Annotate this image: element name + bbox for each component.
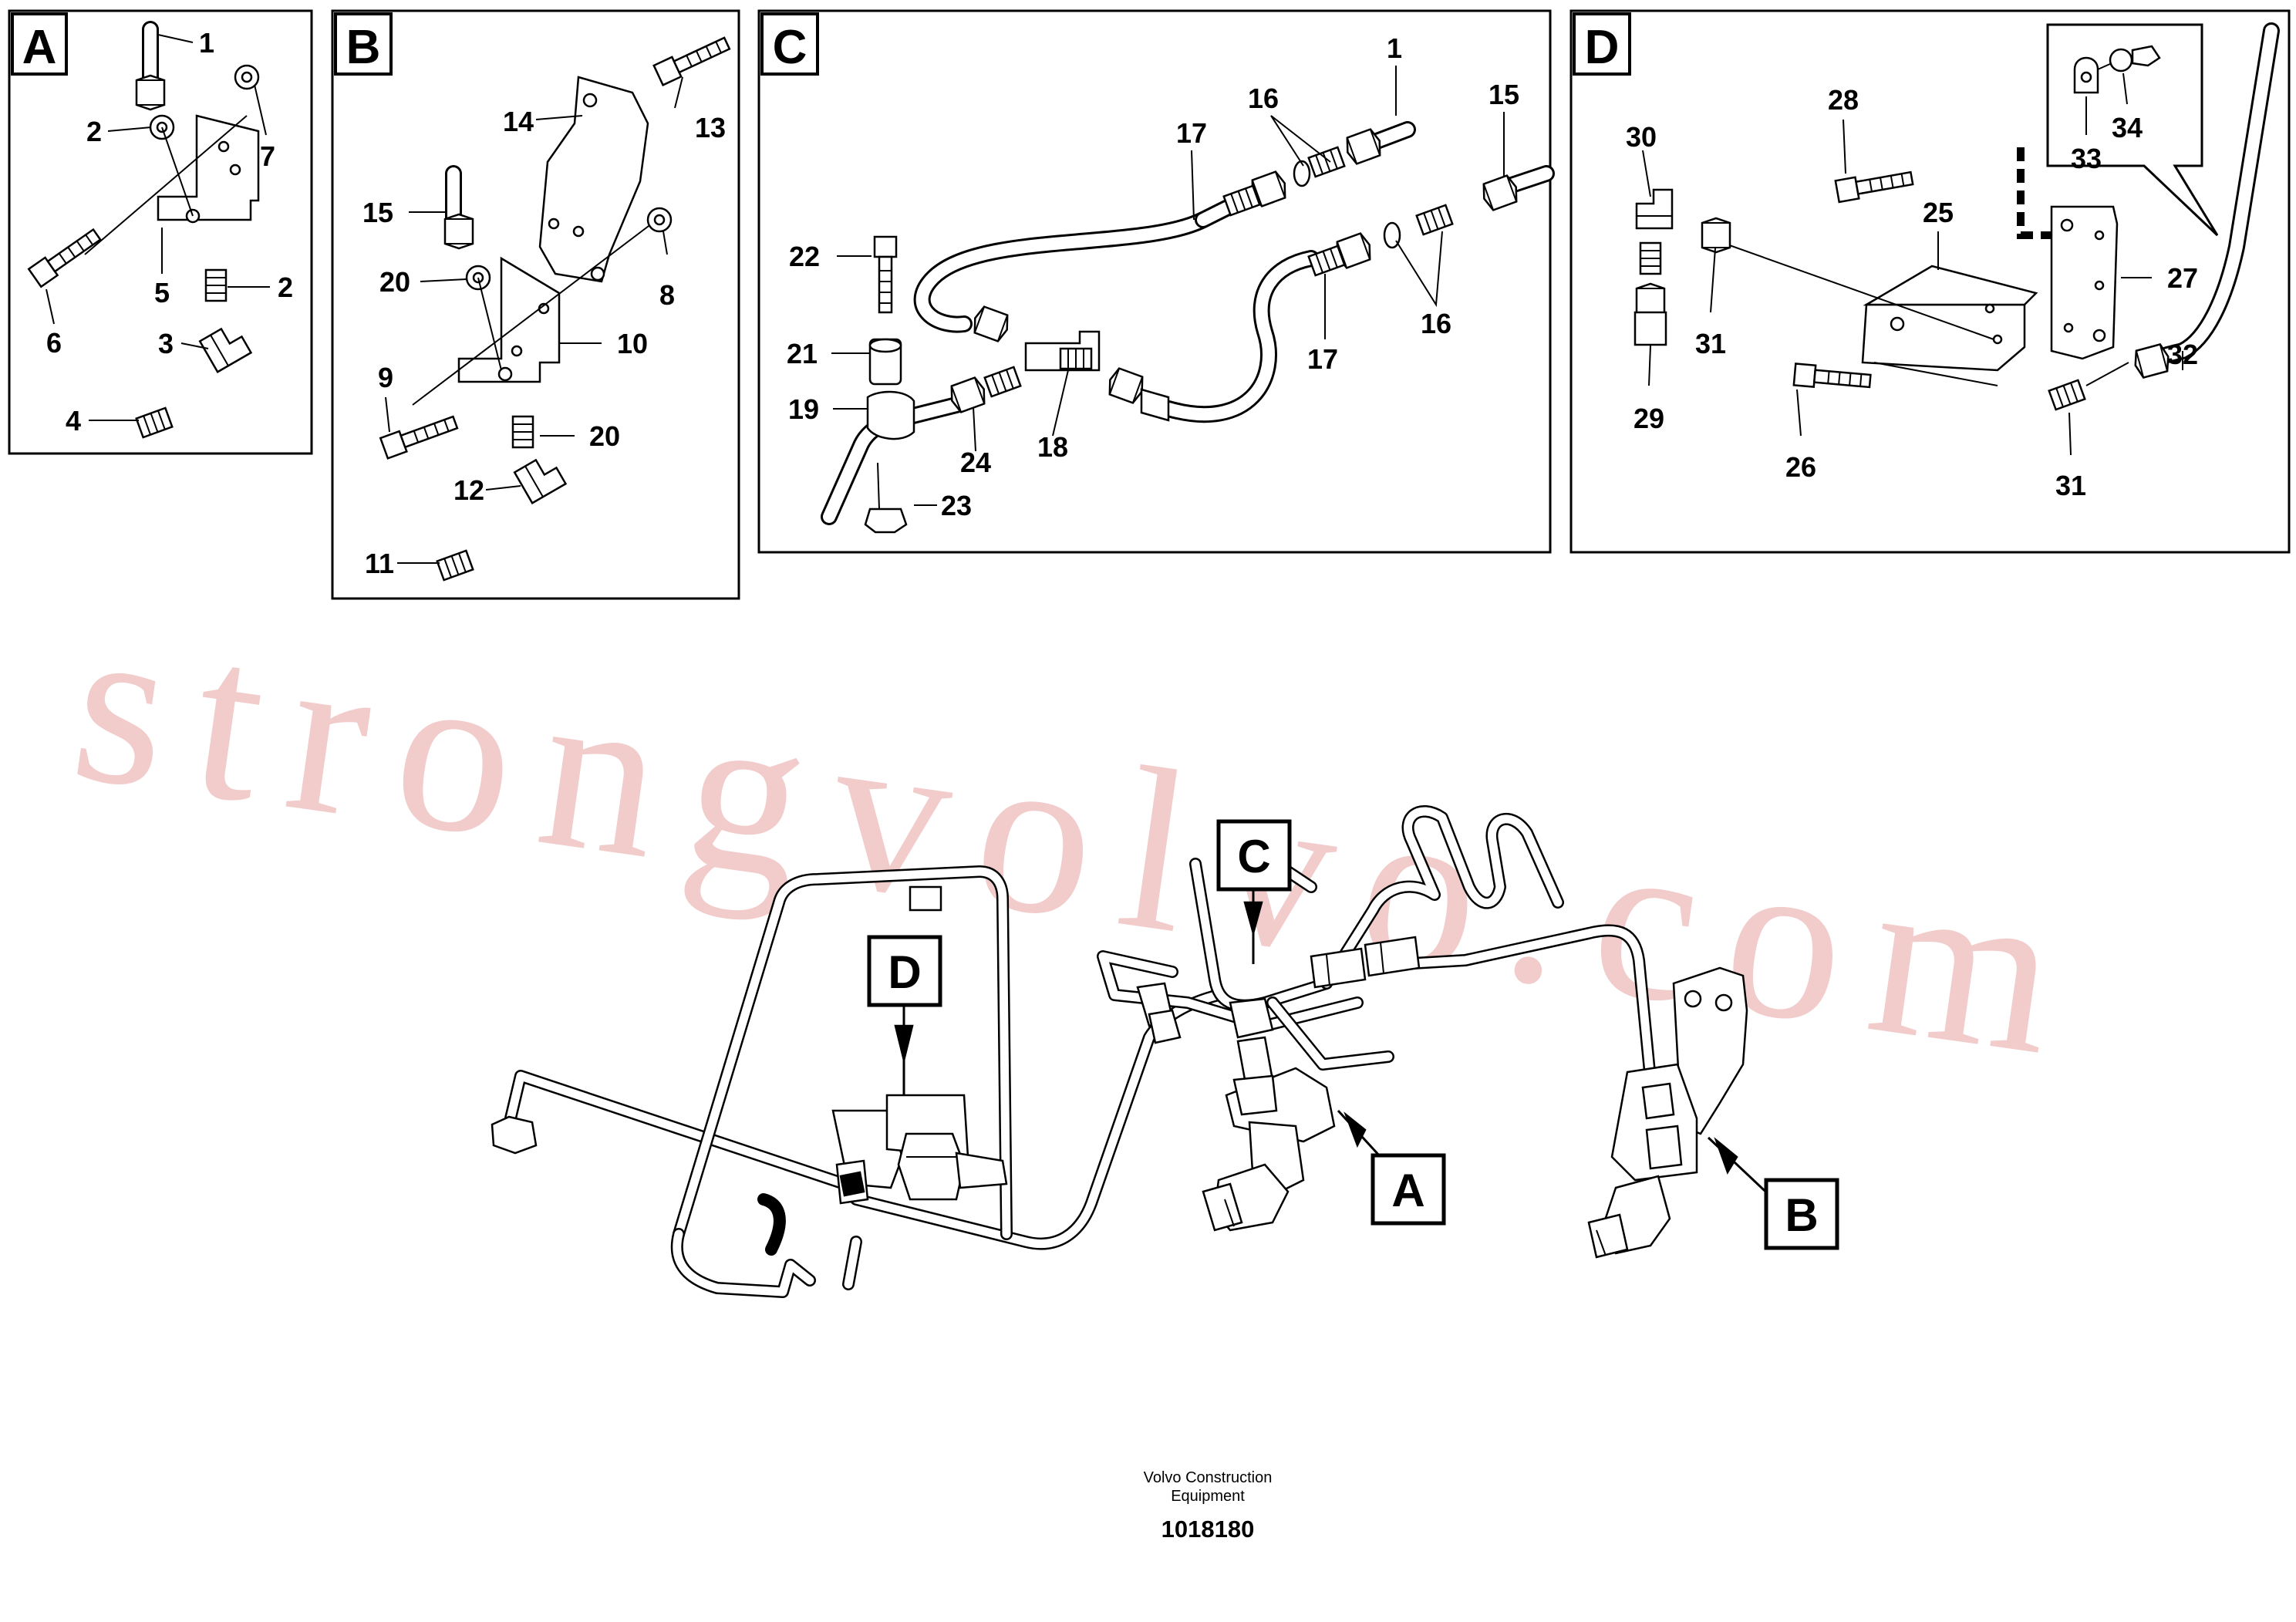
part-label: 24: [960, 447, 991, 478]
part-label: 6: [46, 327, 62, 359]
part-label: 20: [379, 266, 410, 298]
part-label: 22: [789, 241, 820, 272]
detail-panel-d: D 28: [1569, 9, 2291, 554]
part-label: 26: [1785, 451, 1816, 483]
part-label: 21: [787, 338, 818, 369]
part-label: 18: [1037, 431, 1068, 463]
part-label: 34: [2112, 112, 2143, 143]
panel-letter-b: B: [346, 21, 381, 74]
part-label: 15: [1489, 79, 1519, 110]
panel-letter-a: A: [22, 21, 57, 74]
part-label: 1: [1387, 32, 1402, 64]
part-label: 17: [1307, 343, 1338, 375]
plate-part: [538, 76, 649, 283]
part-label: 16: [1248, 83, 1279, 114]
part-label: 5: [154, 277, 170, 309]
part-label: 8: [659, 279, 675, 311]
part-label: 28: [1828, 84, 1859, 116]
hose-part: [135, 21, 166, 111]
credit-line-1: Volvo Construction: [1144, 1469, 1273, 1486]
part-label: 14: [503, 106, 534, 137]
plate-part: [2050, 205, 2119, 360]
panel-letter-c: C: [773, 21, 807, 74]
part-label: 10: [617, 328, 648, 359]
callout-letter: B: [1785, 1189, 1818, 1241]
part-label: 16: [1421, 308, 1451, 339]
callout-b: B: [1707, 1136, 1839, 1250]
document-number: 1018180: [1161, 1516, 1255, 1543]
part-label: 27: [2167, 262, 2198, 294]
part-label: 25: [1923, 197, 1954, 228]
part-label: 23: [941, 490, 972, 521]
part-label: 19: [788, 393, 819, 425]
part-label: 9: [378, 362, 393, 393]
part-label: 2: [86, 116, 102, 147]
detail-panel-b: B 13 14 15 8 20 10 9 20: [331, 9, 740, 600]
credit-line-2: Equipment: [1171, 1488, 1245, 1505]
part-label: 11: [365, 548, 394, 579]
part-label: 12: [453, 474, 484, 506]
detail-panel-c: C: [757, 9, 1555, 554]
part-label: 30: [1626, 121, 1657, 153]
part-label: 32: [2167, 339, 2198, 370]
callout-letter: C: [1237, 831, 1270, 882]
part-label: 1: [199, 27, 214, 59]
panel-letter-d: D: [1585, 21, 1620, 74]
part-label: 13: [695, 112, 726, 143]
part-label: 3: [158, 328, 174, 359]
part-label: 29: [1633, 403, 1664, 434]
detail-panel-a: A 1 2 7 5 6 2 3 4: [8, 9, 313, 455]
watermark: strongvolvo.com: [60, 572, 2101, 1108]
bracket-part: [157, 114, 260, 221]
part-label: 15: [362, 197, 393, 228]
part-label: 2: [278, 271, 293, 303]
callout-a: A: [1337, 1109, 1446, 1226]
part-label: 4: [66, 405, 81, 437]
part-label: 17: [1176, 117, 1207, 149]
part-label: 31: [1695, 328, 1726, 359]
part-label: 20: [589, 420, 620, 452]
part-label: 33: [2071, 143, 2102, 174]
part-label: 31: [2055, 470, 2086, 501]
callout-letter: D: [888, 946, 921, 998]
callout-letter: A: [1391, 1165, 1424, 1216]
callout-c: C: [1216, 819, 1292, 964]
callout-d: D: [867, 935, 942, 1095]
part-label: 7: [260, 140, 275, 172]
